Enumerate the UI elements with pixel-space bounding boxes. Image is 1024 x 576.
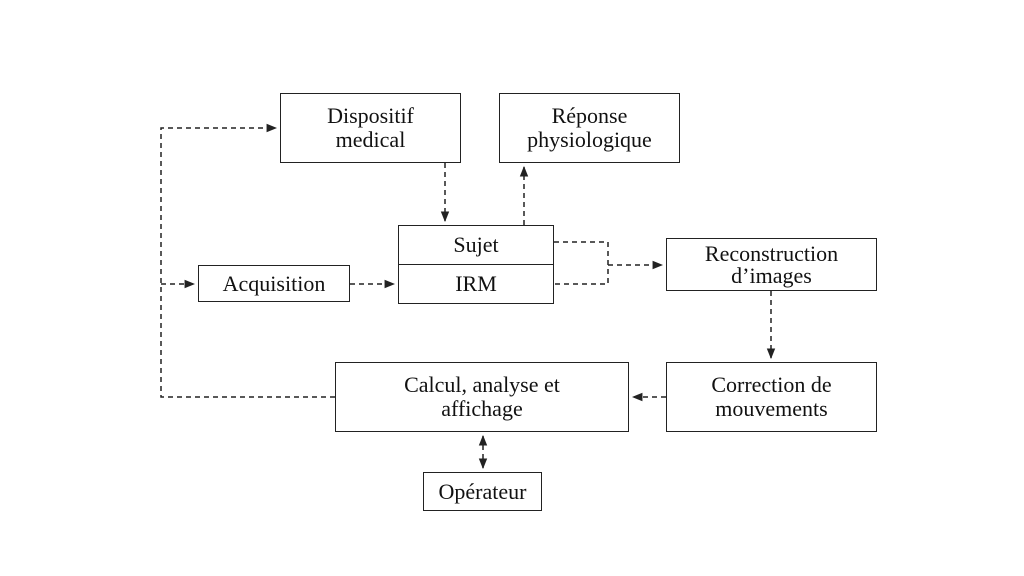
node-reponse-physiologique: Réponse physiologique xyxy=(499,93,680,163)
node-label: Dispositif medical xyxy=(327,103,414,152)
node-label: IRM xyxy=(455,271,497,296)
node-label: Acquisition xyxy=(222,270,326,296)
node-irm: IRM xyxy=(398,264,554,304)
node-label: Correction de mouvements xyxy=(711,372,832,421)
edge-calcul-loop xyxy=(160,123,335,398)
node-label: Opérateur xyxy=(438,478,527,504)
node-calcul-analyse-affichage: Calcul, analyse et affichage xyxy=(335,362,629,432)
node-operateur: Opérateur xyxy=(423,472,542,511)
node-label: Calcul, analyse et affichage xyxy=(404,372,560,421)
node-label: Réponse physiologique xyxy=(527,103,652,152)
node-reconstruction-images: Reconstruction d’images xyxy=(666,238,877,291)
node-sujet: Sujet xyxy=(398,225,554,265)
node-correction-mouvements: Correction de mouvements xyxy=(666,362,877,432)
node-acquisition: Acquisition xyxy=(198,265,350,302)
node-dispositif-medical: Dispositif medical xyxy=(280,93,461,163)
edge-sujet-merge xyxy=(554,241,609,285)
node-label: Reconstruction d’images xyxy=(704,240,839,288)
node-label: Sujet xyxy=(453,232,499,257)
